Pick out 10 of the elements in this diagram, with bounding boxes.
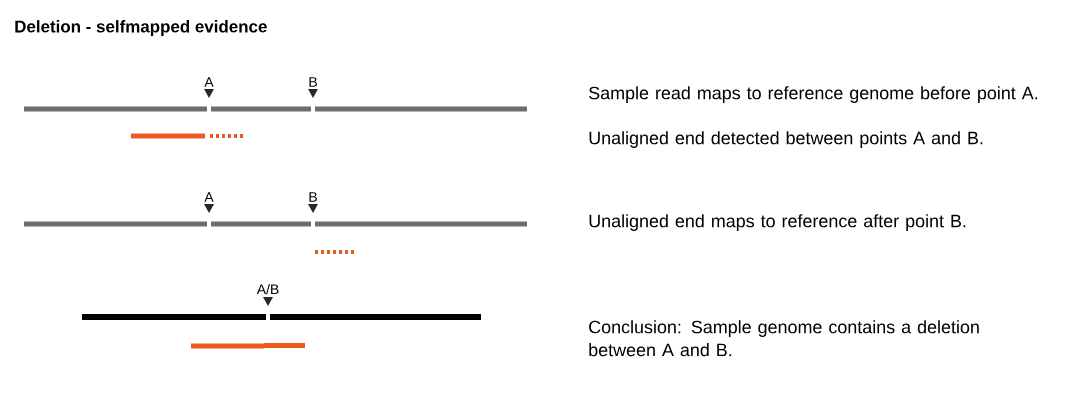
description-text: Unaligned end detected between points A and B.: [589, 131, 983, 148]
point-label: A: [204, 77, 214, 87]
description-text: Unaligned end maps to reference after point B.: [589, 214, 966, 231]
description-text: Conclusion: Sample genome contains a deletion between A and B.: [589, 320, 979, 357]
point-label: A: [204, 192, 214, 202]
description-text: Sample read maps to reference genome before point A.: [589, 86, 1038, 103]
point-label: B: [309, 192, 317, 202]
point-label: A/B: [256, 283, 279, 295]
point-label: B: [309, 77, 317, 87]
title: Deletion - selfmapped evidence: [15, 20, 267, 36]
